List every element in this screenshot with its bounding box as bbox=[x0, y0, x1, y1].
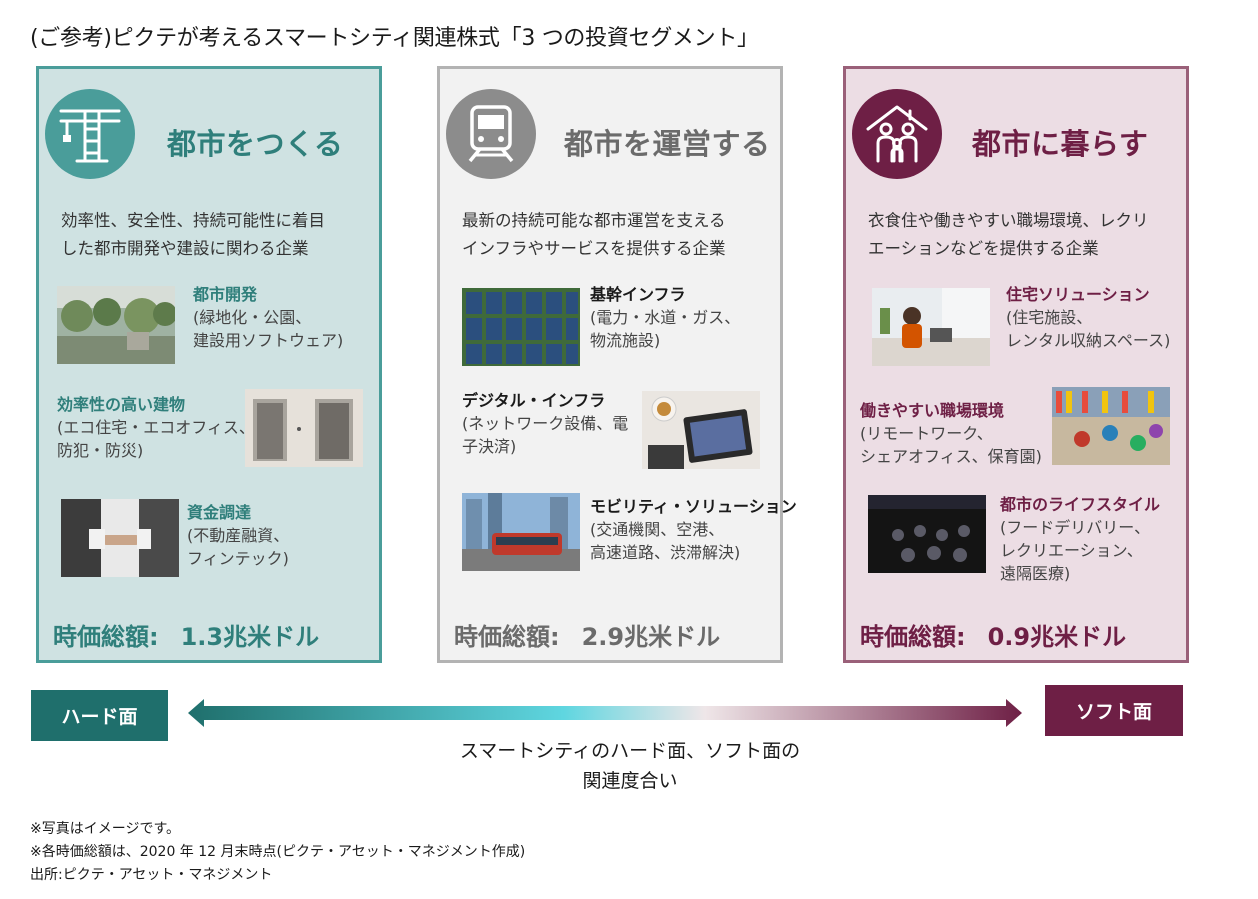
cinema-audience-photo bbox=[868, 495, 986, 573]
market-cap: 時価総額:2.9兆米ドル bbox=[454, 623, 721, 651]
solar-panels-photo bbox=[462, 288, 580, 366]
green-park-photo bbox=[57, 286, 175, 364]
page-title: (ご参考)ピクテが考えるスマートシティ関連株式「3 つの投資セグメント」 bbox=[30, 26, 759, 51]
item-heading: 基幹インフラ bbox=[590, 285, 686, 304]
hard-soft-gradient-arrow bbox=[188, 699, 1022, 731]
tablet-payment-photo bbox=[642, 391, 760, 469]
streetcar-photo bbox=[462, 493, 580, 571]
soft-side-label: ソフト面 bbox=[1045, 685, 1183, 736]
item-heading: 住宅ソリューション bbox=[1006, 285, 1150, 304]
hard-side-label: ハード面 bbox=[31, 690, 168, 741]
footnotes: ※写真はイメージです。 ※各時価総額は、2020 年 12 月末時点(ピクテ・ア… bbox=[30, 821, 526, 883]
family-house-icon bbox=[852, 89, 942, 179]
item-heading: 都市のライフスタイル bbox=[1000, 495, 1161, 514]
segment-title: 都市に暮らす bbox=[972, 127, 1149, 161]
scale-caption: スマートシティのハード面、ソフト面の 関連度合い bbox=[459, 740, 801, 792]
item-heading: 働きやすい職場環境 bbox=[860, 401, 1005, 420]
home-work-photo bbox=[872, 288, 990, 366]
segment-live-city: 都市に暮らす 衣食住や働きやすい職場環境、レクリ エーションなどを提供する企業 … bbox=[843, 66, 1189, 663]
children-library-photo bbox=[1052, 387, 1170, 465]
item-heading: 都市開発 bbox=[193, 285, 258, 304]
market-cap: 時価総額:0.9兆米ドル bbox=[860, 623, 1127, 651]
crane-icon bbox=[45, 89, 135, 179]
item-heading: デジタル・インフラ bbox=[462, 391, 606, 410]
segment-description: 最新の持続可能な都市運営を支える インフラやサービスを提供する企業 bbox=[462, 211, 726, 258]
handshake-photo bbox=[61, 499, 179, 577]
item-heading: モビリティ・ソリューション bbox=[590, 497, 797, 516]
segment-title: 都市をつくる bbox=[167, 127, 344, 161]
market-cap: 時価総額:1.3兆米ドル bbox=[53, 623, 320, 651]
segment-build-city: 都市をつくる 効率性、安全性、持続可能性に着目 した都市開発や建設に関わる企業 … bbox=[36, 66, 382, 663]
segment-description: 衣食住や働きやすい職場環境、レクリ エーションなどを提供する企業 bbox=[868, 211, 1149, 258]
item-heading: 資金調達 bbox=[187, 503, 252, 522]
segment-description: 効率性、安全性、持続可能性に着目 した都市開発や建設に関わる企業 bbox=[61, 211, 325, 258]
elevator-photo bbox=[245, 389, 363, 467]
item-heading: 効率性の高い建物 bbox=[57, 395, 186, 414]
segment-title: 都市を運営する bbox=[564, 127, 771, 161]
segment-operate-city: 都市を運営する 最新の持続可能な都市運営を支える インフラやサービスを提供する企… bbox=[437, 66, 797, 663]
train-icon bbox=[446, 89, 536, 179]
